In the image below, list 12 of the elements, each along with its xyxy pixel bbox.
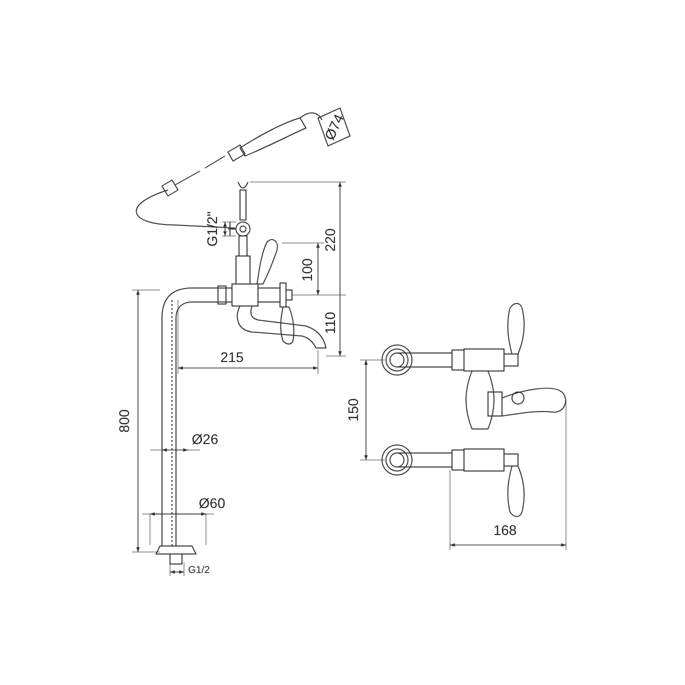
dimension-label: 150 xyxy=(346,398,360,422)
dimension-label: Ø26 xyxy=(192,432,218,446)
dimension-label: G1/2" xyxy=(205,211,219,247)
dimension-label: 220 xyxy=(323,228,337,252)
dimension-label: Ø60 xyxy=(198,496,226,510)
dimension-label: 800 xyxy=(117,409,131,433)
dimension-label: G1/2 xyxy=(188,564,210,578)
dimension-label: 110 xyxy=(323,312,337,334)
dimension-label: 215 xyxy=(220,350,244,364)
dimension-label: Ø74 xyxy=(322,112,346,142)
dimension-label: 100 xyxy=(300,258,314,282)
dimension-label: 168 xyxy=(493,523,517,537)
